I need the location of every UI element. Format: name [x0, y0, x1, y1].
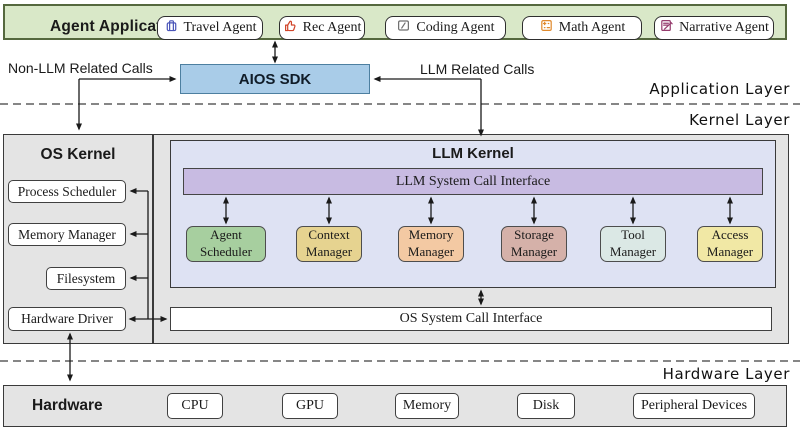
memory-box: Memory [395, 393, 459, 419]
narrative-agent-chip: Narrative Agent [654, 16, 774, 40]
os-system-call-interface-bar: OS System Call Interface [170, 307, 772, 331]
kernel-layer-label: Kernel Layer [689, 111, 790, 129]
tool-manager-box: Tool Manager [600, 226, 666, 262]
memory-manager-llm-box: Memory Manager [398, 226, 464, 262]
filesystem-box: Filesystem [46, 267, 126, 290]
travel-agent-chip: Travel Agent [157, 16, 263, 40]
hardware-title: Hardware [32, 397, 103, 414]
narrative-agent-label: Narrative Agent [679, 20, 769, 35]
code-window-icon [396, 18, 411, 38]
suitcase-icon [164, 18, 179, 38]
llm-calls-label: LLM Related Calls [420, 61, 535, 77]
document-pen-icon [659, 18, 674, 38]
cpu-box: CPU [167, 393, 223, 419]
process-scheduler-box: Process Scheduler [8, 180, 126, 203]
peripheral-devices-box: Peripheral Devices [633, 393, 755, 419]
calculator-icon [539, 18, 554, 38]
context-manager-box: Context Manager [296, 226, 362, 262]
llm-system-call-interface-bar: LLM System Call Interface [183, 168, 763, 195]
aios-sdk-box: AIOS SDK [180, 64, 370, 94]
hardware-layer-label: Hardware Layer [662, 365, 790, 383]
agent-applications-bar: Agent Applications Travel Agent Rec Agen… [3, 4, 787, 40]
math-agent-chip: Math Agent [522, 16, 642, 40]
math-agent-label: Math Agent [558, 20, 626, 35]
non-llm-calls-label: Non-LLM Related Calls [8, 60, 153, 76]
storage-manager-box: Storage Manager [501, 226, 567, 262]
memory-manager-os-box: Memory Manager [8, 223, 126, 246]
agent-scheduler-box: Agent Scheduler [186, 226, 266, 262]
llm-kernel-title: LLM Kernel [432, 145, 514, 162]
gpu-box: GPU [282, 393, 338, 419]
llm-kernel-box [170, 140, 776, 288]
coding-agent-chip: Coding Agent [385, 16, 506, 40]
thumbs-up-icon [283, 18, 298, 38]
os-kernel-title: OS Kernel [40, 146, 116, 163]
hardware-driver-box: Hardware Driver [8, 307, 126, 331]
rec-agent-chip: Rec Agent [279, 16, 365, 40]
access-manager-box: Access Manager [697, 226, 763, 262]
application-layer-label: Application Layer [649, 80, 790, 98]
disk-box: Disk [517, 393, 575, 419]
coding-agent-label: Coding Agent [416, 20, 495, 35]
travel-agent-label: Travel Agent [183, 20, 257, 35]
rec-agent-label: Rec Agent [302, 20, 362, 35]
